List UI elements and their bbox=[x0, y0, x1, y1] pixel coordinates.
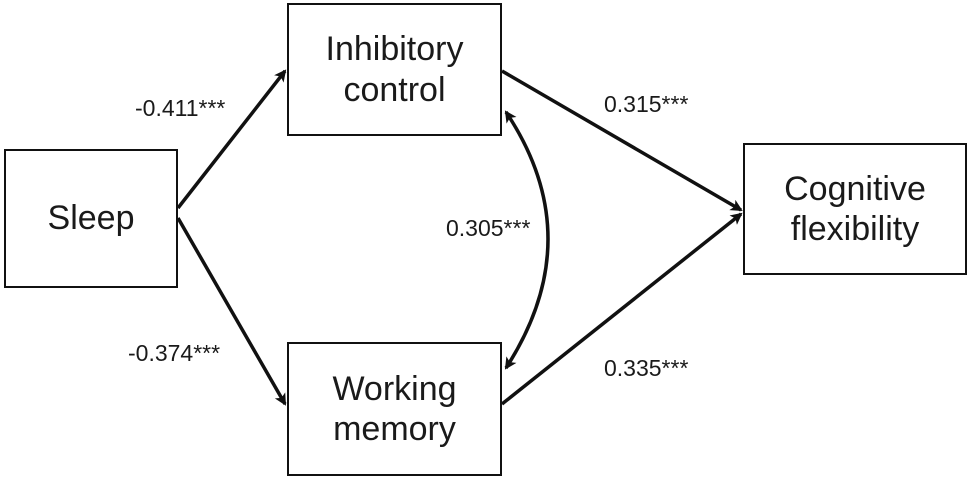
node-working-memory: Working memory bbox=[287, 342, 502, 476]
coefficient-inhibitory-working-correlation: 0.305*** bbox=[446, 215, 531, 241]
arrow-sleep-to-inhibitory-control bbox=[176, 69, 287, 210]
coefficient-sleep-working-memory: -0.374*** bbox=[128, 340, 221, 366]
coefficient-inhibitory-control-cognitive-flexibility: 0.315*** bbox=[604, 91, 689, 117]
node-working-memory-label: Working memory bbox=[332, 369, 457, 448]
node-sleep: Sleep bbox=[4, 149, 178, 288]
arrow-working-memory-to-cognitive-flexibility bbox=[500, 212, 743, 406]
arrow-sleep-to-working-memory bbox=[176, 217, 287, 406]
arrow-inhibitory-control-to-cognitive-flexibility bbox=[501, 69, 743, 212]
node-cognitive-flexibility-label: Cognitive flexibility bbox=[784, 169, 926, 248]
arrow-correlation-inhibitory-working bbox=[504, 110, 550, 370]
node-inhibitory-control: Inhibitory control bbox=[287, 3, 502, 136]
node-inhibitory-control-label: Inhibitory control bbox=[325, 30, 464, 109]
node-cognitive-flexibility: Cognitive flexibility bbox=[743, 143, 967, 275]
coefficient-working-memory-cognitive-flexibility: 0.335*** bbox=[604, 355, 689, 381]
node-sleep-label: Sleep bbox=[47, 199, 135, 238]
coefficient-sleep-inhibitory-control: -0.411*** bbox=[135, 95, 226, 121]
